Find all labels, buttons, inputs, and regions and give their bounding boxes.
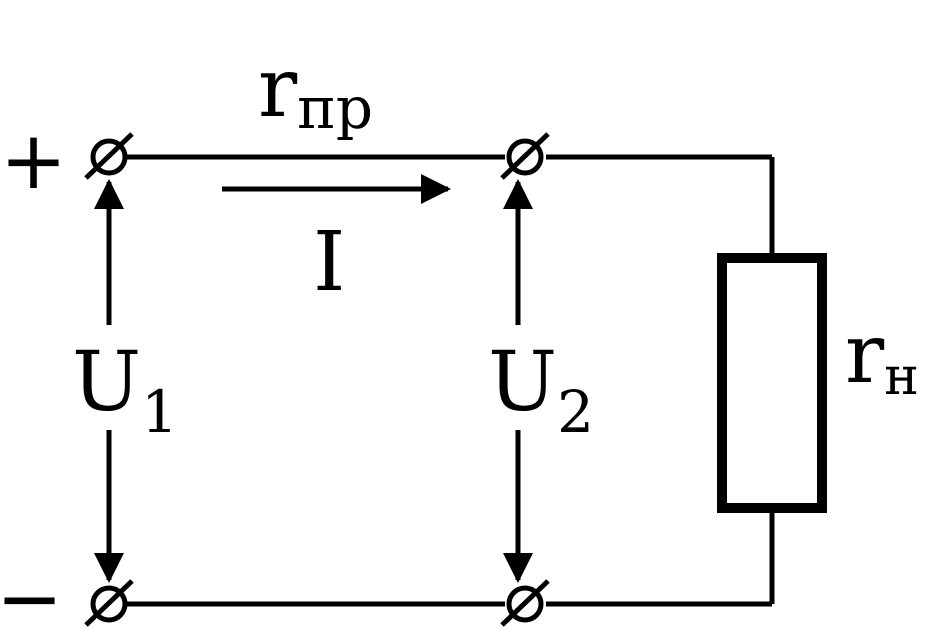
load-resistance-symbol: r	[845, 307, 885, 402]
line-resistance-subscript: пр	[297, 74, 373, 142]
voltage-load-symbol: U	[488, 335, 557, 430]
wires	[125, 154, 775, 607]
load-resistance-subscript: н	[884, 347, 919, 407]
voltage-source-symbol: U	[72, 335, 141, 430]
voltage-source-label: U1	[72, 335, 178, 446]
voltage-load-subscript: 2	[557, 378, 594, 446]
terminal-bottom-right	[500, 579, 550, 627]
minus-sign: −	[0, 552, 63, 630]
terminal-top-left	[84, 132, 134, 180]
line-resistance-symbol: r	[258, 41, 298, 136]
voltage-source-subscript: 1	[141, 378, 178, 446]
plus-sign: +	[0, 114, 67, 207]
load-resistor	[717, 253, 827, 513]
current-label: I	[313, 215, 345, 310]
voltage-load-label: U2	[488, 335, 594, 446]
terminal-top-right	[500, 132, 550, 180]
line-resistance-label: rпр	[258, 41, 373, 142]
terminal-bottom-left	[84, 579, 134, 627]
load-resistance-label: rн	[845, 307, 919, 407]
